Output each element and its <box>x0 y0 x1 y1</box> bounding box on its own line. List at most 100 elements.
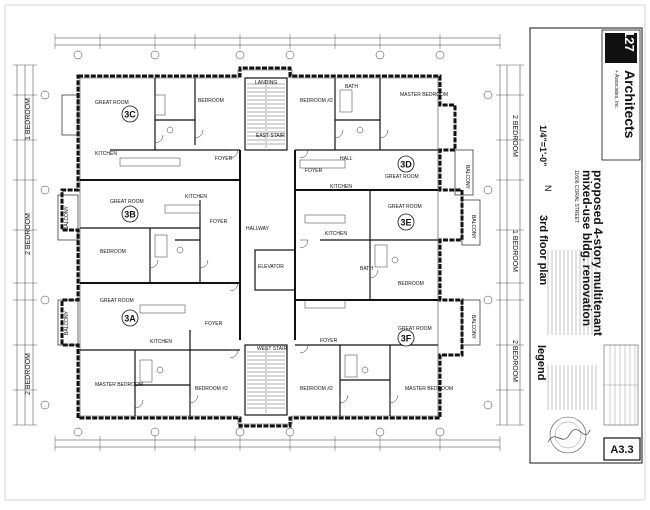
door-swing <box>154 134 164 144</box>
room-label: MASTER BEDROOM <box>400 92 448 98</box>
architect-seal <box>549 416 587 454</box>
room-label: BALCONY <box>464 165 470 190</box>
sheet-number-box <box>603 437 641 461</box>
revision-table-lines <box>604 345 638 425</box>
unit-type-label: 2 BEDROOM <box>511 340 518 382</box>
room-label: BATH <box>360 266 373 272</box>
room-labels: GREAT ROOM BEDROOM KITCHEN FOYER GREAT R… <box>64 80 476 392</box>
room-label: BALCONY <box>64 205 70 230</box>
firm-name: Architects <box>622 70 638 139</box>
legend-title: legend <box>535 345 547 380</box>
grid-bubble <box>73 427 83 437</box>
grid-bubble <box>235 50 245 60</box>
room-label: FOYER <box>205 321 223 327</box>
door-swing <box>229 282 239 292</box>
room-label: BEDROOM #2 <box>195 386 228 392</box>
project-address: 11606 CORAL STREET <box>573 170 579 223</box>
grid-bubble <box>483 295 493 305</box>
firm-suffix: + Associates, Inc. <box>613 70 619 109</box>
room-label: HALLWAY <box>246 226 270 232</box>
door-swing <box>229 349 239 359</box>
general-notes <box>547 250 597 410</box>
room-label: MASTER BEDROOM <box>405 386 453 392</box>
grid-bubble <box>40 90 50 100</box>
room-label: MASTER BEDROOM <box>95 382 143 388</box>
room-label: EAST STAIR <box>256 133 285 139</box>
unit-tag-3f: 3F <box>401 334 412 344</box>
room-label: BEDROOM <box>398 281 424 287</box>
room-label: BEDROOM <box>100 249 126 255</box>
door-swing <box>339 394 349 404</box>
door-swing <box>199 259 209 269</box>
room-label: GREAT ROOM <box>100 298 134 304</box>
room-label: KITCHEN <box>150 339 172 345</box>
door-swing <box>389 394 399 404</box>
room-label: GREAT ROOM <box>388 204 422 210</box>
room-label: FOYER <box>215 156 233 162</box>
drawing-scale: 1/4"=1'-0" <box>538 125 548 166</box>
door-swing <box>149 259 159 269</box>
grid-bubble <box>375 50 385 60</box>
door-swings <box>134 129 399 409</box>
firm-number-block <box>605 33 637 63</box>
room-label: FOYER <box>320 338 338 344</box>
grid-bubble <box>150 50 160 60</box>
unit-tag-circle <box>397 155 415 173</box>
door-swing <box>369 269 379 279</box>
signature <box>547 429 591 443</box>
room-label: BALCONY <box>64 310 70 335</box>
unit-type-label: 1 BEDROOM <box>511 230 518 272</box>
fixtures <box>119 89 399 383</box>
unit-type-label: 2 BEDROOM <box>511 115 518 157</box>
grid-bubble <box>73 50 83 60</box>
grid-bubble <box>285 427 295 437</box>
grid-bubble <box>483 90 493 100</box>
room-label: LANDING <box>255 80 277 86</box>
room-label: BATH <box>345 84 358 90</box>
grid-bubble <box>150 427 160 437</box>
project-title-line2: mixed-use bldg. renovation <box>580 170 594 326</box>
unit-tag-circle <box>397 329 415 347</box>
room-label: KITCHEN <box>325 231 347 237</box>
unit-type-labels: 1 BEDROOM 2 BEDROOM 2 BEDROOM 2 BEDROOM … <box>25 98 518 395</box>
door-swing <box>299 149 309 159</box>
room-label: GREAT ROOM <box>398 326 432 332</box>
room-label: BALCONY <box>470 315 476 340</box>
room-label: BEDROOM <box>198 98 224 104</box>
room-label: WEST STAIR <box>257 346 287 352</box>
door-swing <box>299 239 309 249</box>
unit-tag-circle <box>121 205 139 223</box>
dimension-lines <box>16 37 521 448</box>
door-swing <box>229 149 239 159</box>
title-block: 127 Architects + Associates, Inc. propos… <box>529 27 643 464</box>
unit-tag-circle <box>397 213 415 231</box>
grid-bubble <box>483 400 493 410</box>
room-label: HALL <box>340 156 353 162</box>
room-label: KITCHEN <box>330 184 352 190</box>
grid-bubble <box>435 427 445 437</box>
door-swing <box>379 129 389 139</box>
grid-bubble <box>483 185 493 195</box>
firm-number: 127 <box>622 30 637 52</box>
balconies <box>57 94 481 346</box>
unit-tags: 3C 3B 3A 3D 3E 3F <box>121 105 415 347</box>
unit-type-label: 2 BEDROOM <box>25 353 32 395</box>
door-swing <box>194 129 204 139</box>
partition-walls <box>80 77 438 416</box>
grid-bubble <box>285 50 295 60</box>
unit-tag-3d: 3D <box>400 160 412 170</box>
room-label: BEDROOM #2 <box>300 386 333 392</box>
unit-type-label: 1 BEDROOM <box>25 98 32 140</box>
room-label: BALCONY <box>470 215 476 240</box>
unit-type-label: 2 BEDROOM <box>25 213 32 255</box>
room-label: KITCHEN <box>95 151 117 157</box>
grid-bubble <box>235 427 245 437</box>
room-label: BEDROOM #2 <box>300 98 333 104</box>
north-mark: N <box>543 185 553 192</box>
stair-treads <box>247 80 285 413</box>
room-label: FOYER <box>305 168 323 174</box>
grid-bubble <box>40 295 50 305</box>
unit-tag-circle <box>121 309 139 327</box>
